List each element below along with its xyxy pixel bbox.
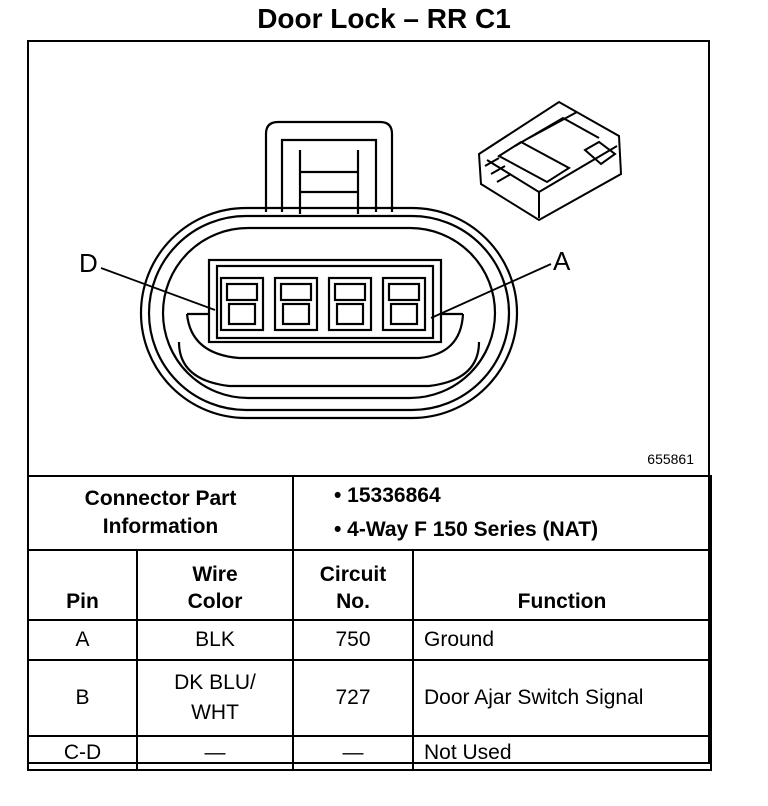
connector-shell-inner xyxy=(161,226,497,400)
circuit-cell: 750 xyxy=(292,619,414,661)
wire-color-cell: DK BLU/ WHT xyxy=(136,659,294,737)
pin-cavity-d xyxy=(219,276,265,332)
pin-cavity-a xyxy=(381,276,427,332)
connector-face-illustration xyxy=(100,100,623,420)
locking-tab-outline xyxy=(264,120,394,212)
table-header-row: Pin Wire Color Circuit No. Function xyxy=(27,549,713,621)
function-cell: Ground xyxy=(411,619,713,661)
header-wire-color: Wire Color xyxy=(136,549,294,621)
header-function: Function xyxy=(411,549,713,621)
connector-info-values: • 15336864 • 4-Way F 150 Series (NAT) xyxy=(291,475,713,551)
terminal-block xyxy=(207,258,443,344)
function-cell: Door Ajar Switch Signal xyxy=(411,659,713,737)
header-pin: Pin xyxy=(27,549,138,621)
connector-frame: D A 655861 Connector Part Information • … xyxy=(27,40,713,771)
pin-cell: A xyxy=(27,619,138,661)
pin-cell: C-D xyxy=(27,735,138,771)
figure-id: 655861 xyxy=(647,451,694,467)
circuit-cell: 727 xyxy=(292,659,414,737)
connector-type: • 4-Way F 150 Series (NAT) xyxy=(334,518,599,541)
table-row: B DK BLU/ WHT 727 Door Ajar Switch Signa… xyxy=(27,659,713,737)
wire-color-cell: — xyxy=(136,735,294,771)
table-row: A BLK 750 Ground xyxy=(27,619,713,661)
function-cell: Not Used xyxy=(411,735,713,771)
pin-cavity-b xyxy=(327,276,373,332)
connector-perspective-view xyxy=(477,100,623,222)
pin-label-d: D xyxy=(79,248,98,278)
connector-info-label: Connector Part Information xyxy=(27,475,294,551)
connector-diagram: D A 655861 xyxy=(29,42,708,476)
pin-label-a: A xyxy=(553,246,571,276)
circuit-cell: — xyxy=(292,735,414,771)
leader-line-a xyxy=(430,263,552,319)
table-row: C-D — — Not Used xyxy=(27,735,713,771)
wire-color-cell: BLK xyxy=(136,619,294,661)
pin-cell: B xyxy=(27,659,138,737)
connector-table: Connector Part Information • 15336864 • … xyxy=(27,475,713,771)
header-circuit-no: Circuit No. xyxy=(292,549,414,621)
locking-tab-inner xyxy=(280,138,378,212)
connector-info-row: Connector Part Information • 15336864 • … xyxy=(27,475,713,551)
page-title: Door Lock – RR C1 xyxy=(257,3,511,34)
connector-shell-outer xyxy=(139,206,519,420)
leader-line-d xyxy=(100,267,216,311)
part-number: • 15336864 xyxy=(334,484,441,507)
pin-cavity-c xyxy=(273,276,319,332)
